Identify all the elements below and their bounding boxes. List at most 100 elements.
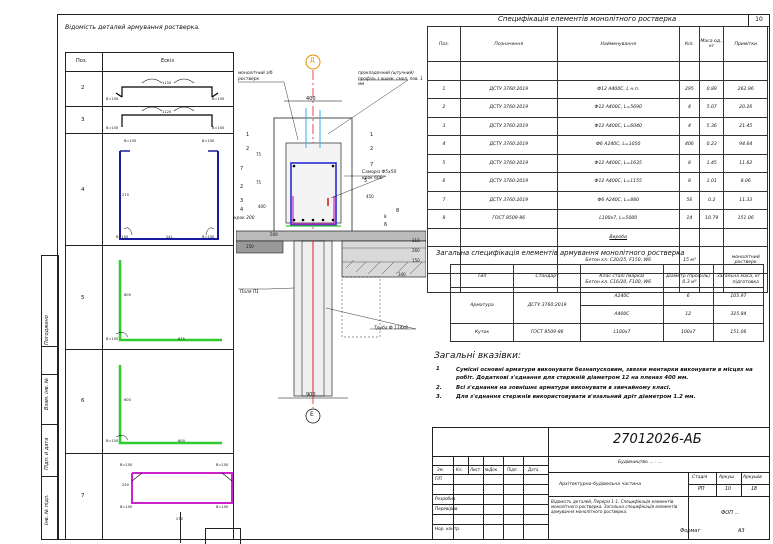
col-sign: Підп. xyxy=(507,467,518,472)
sec-dim-2: 75 xyxy=(256,180,262,185)
axis-label-bottom: Е xyxy=(310,411,314,418)
dim-5a: B=150 xyxy=(106,337,119,341)
sketch-pos-6 xyxy=(115,365,222,445)
doc-code: 27012026-АБ xyxy=(613,432,702,447)
col-zm: Зм. xyxy=(437,467,444,472)
role-check: Перевірив xyxy=(435,506,458,511)
gen-h-type: Тип xyxy=(449,264,515,288)
stamp-replace-inv: Взам. інв. № xyxy=(44,377,50,410)
note-item-3: 3. Для з'єднання стержнів використовуват… xyxy=(436,394,696,400)
sec-dim-5: 8 xyxy=(384,214,387,219)
callout-d: 2 xyxy=(370,146,374,152)
sec-dim-6: 500 xyxy=(270,232,278,237)
role-dev: Розробив xyxy=(435,496,456,501)
dim-top: 400 xyxy=(306,96,316,102)
callout-b: 2 xyxy=(246,146,250,152)
bending-sketches xyxy=(115,78,233,504)
label-step: крок 200 xyxy=(234,216,255,221)
dim-2c: 1150 xyxy=(162,81,172,85)
sec-dim-11: 150 xyxy=(412,258,420,263)
dim-2b: B=150 xyxy=(212,97,225,101)
gen-h-mass: Загальна маса, кг xyxy=(712,264,765,288)
format-value: А3 xyxy=(738,528,745,534)
axis-label-top: Д xyxy=(310,57,315,64)
role-gip: ГІП xyxy=(435,476,442,481)
sec-dim-7: 340 xyxy=(398,272,406,277)
col-doc: №Док. xyxy=(485,467,499,472)
spec-title: Специфікація елементів монолітного роств… xyxy=(498,15,677,23)
label-pipe: Труба Ф 114х8 xyxy=(374,326,408,331)
callout-i: 6 xyxy=(384,222,388,228)
sketch-pos-3 xyxy=(121,106,213,127)
section-drawing xyxy=(236,54,426,424)
drawing-frame xyxy=(57,14,770,540)
label-anchor: Саморіз Ф5х50 крок 600 xyxy=(362,170,397,181)
row-pos-2: 2 xyxy=(81,85,85,91)
title-block: 27012026-АБ Будівництво ... - ... Архіте… xyxy=(432,427,770,540)
sketch-pos-2 xyxy=(115,78,219,98)
sketch-pos-7 xyxy=(131,472,233,504)
header-pos: Поз. xyxy=(76,58,88,64)
spec-h-mass: Маса од., кг xyxy=(698,26,725,62)
gen-h-cls: Клас сталі (марка) xyxy=(580,264,664,288)
spec-table: Поз. Позначення Найменування Кіл. Маса о… xyxy=(427,26,768,293)
dim-4b: B=150 xyxy=(202,139,215,143)
spec-h-name: Найменування xyxy=(556,26,680,62)
sec-dim-9: 210 xyxy=(412,238,420,243)
dim-4c: B=150 xyxy=(116,235,129,239)
stage-h-sheets: Аркушів xyxy=(743,475,762,480)
bottom-marker xyxy=(205,528,241,544)
col-date: Дата xyxy=(528,467,539,472)
callout-k: 7 xyxy=(370,162,374,168)
callout-h: 8 xyxy=(396,208,400,214)
stage-v-sheet: 10 xyxy=(725,487,732,492)
dim-4d: B=150 xyxy=(202,235,215,239)
dim-7c: B=150 xyxy=(120,505,133,509)
note-item-2: 2. Всі з'єднання на зовнішнє арматури ви… xyxy=(436,385,671,391)
sec-dim-3: 450 xyxy=(366,194,374,199)
dim-7d: B=150 xyxy=(216,505,229,509)
sketch-pos-5 xyxy=(115,260,222,342)
general-spec-table: Тип Стандарт Клас сталі (марка) Діаметр … xyxy=(449,264,765,342)
dim-7a: B=150 xyxy=(120,463,133,467)
dim-4a: B=150 xyxy=(124,139,137,143)
dim-7f: 250 xyxy=(122,483,129,487)
stamp-agreed: Погоджено xyxy=(44,315,50,345)
header-sketch: Ескіз xyxy=(161,58,174,64)
callout-j: 7 xyxy=(240,166,244,172)
row-pos-6: 6 xyxy=(81,398,85,404)
note-item-1: 1 Сумісні основні арматури виконувати бе… xyxy=(436,366,753,381)
dim-6a: B=150 xyxy=(106,439,119,443)
spec-h-qty: Кіл. xyxy=(678,26,701,62)
label-pile: Паля П1 xyxy=(240,290,259,295)
stamp-inv-orig: Інв. № підл. xyxy=(44,494,50,525)
stamp-sign-date: Підп. й дата xyxy=(44,437,50,470)
stage-h-stage: Стадія xyxy=(692,475,708,480)
left-stamp xyxy=(41,255,59,540)
general-spec-title: Загальна специфікація елементів армуванн… xyxy=(436,249,685,257)
callout-f: 4 xyxy=(240,207,244,213)
row-pos-3: 3 xyxy=(81,117,85,123)
object-name: Будівництво ... - ... xyxy=(618,460,663,465)
project-name: Архітектурно-будівельна частина xyxy=(559,482,642,487)
dim-5b: 600 xyxy=(124,293,131,297)
sketch-pos-4 xyxy=(119,150,219,240)
dim-3a: B=150 xyxy=(106,126,119,130)
dim-6c: 600 xyxy=(178,439,185,443)
dim-4e: 241 xyxy=(166,235,173,239)
callout-e: 3 xyxy=(240,198,244,204)
dim-4f: 270 xyxy=(122,193,129,197)
spec-h-code: Позначення xyxy=(459,26,558,62)
callout-l: 2 xyxy=(240,184,244,190)
sheet-title: Відомість деталей, Переріз 1-1. Специфік… xyxy=(551,499,678,514)
col-list: Лист xyxy=(470,467,481,472)
sec-dim-1: 75 xyxy=(256,152,262,157)
sec-dim-4: 400 xyxy=(258,204,266,209)
bending-schedule-title: Відомість деталей армування ростверка. xyxy=(65,24,201,31)
gen-h-dia: Діаметр (профіль) xyxy=(662,264,714,288)
dim-7e: 270 xyxy=(176,517,183,521)
